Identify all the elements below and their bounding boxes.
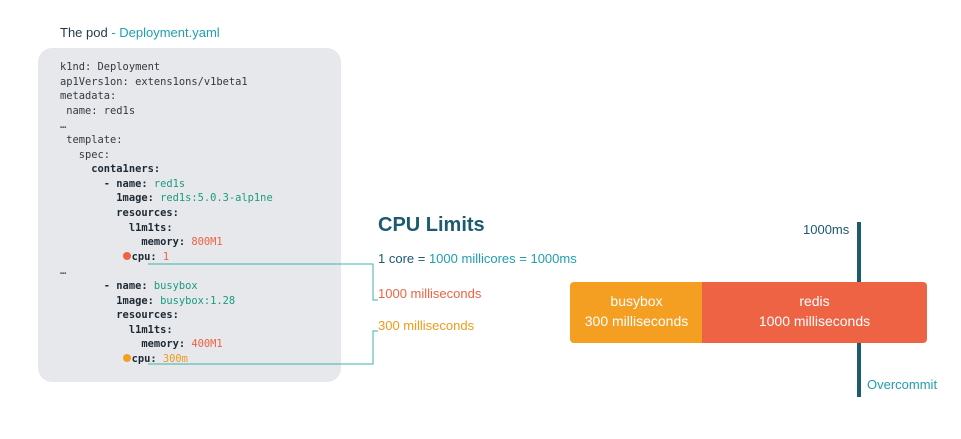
yaml-key: memory:: [60, 236, 192, 249]
redis-cpu-limit: 1: [162, 250, 170, 263]
yaml-key: 1mage:: [60, 294, 161, 307]
redis-block-name: redis: [799, 293, 830, 309]
busybox-cpu-connector: [148, 330, 378, 365]
yaml-key: - name:: [60, 177, 154, 190]
pod-file-name: Deployment.yaml: [119, 25, 220, 40]
yaml-key: 1mage:: [60, 192, 161, 205]
yaml-ellipsis: …: [60, 119, 67, 132]
marker-1000ms-label: 1000ms: [803, 222, 850, 237]
redis-time-block: redis 1000 milliseconds: [702, 282, 927, 343]
equation-prefix: 1 core =: [378, 251, 429, 266]
busybox-container-name: busybox: [153, 279, 198, 292]
yaml-key: - name:: [60, 279, 154, 292]
redis-block-duration: 1000 milliseconds: [758, 313, 871, 329]
pod-title: The pod - Deployment.yaml: [60, 25, 220, 40]
yaml-code-panel: [38, 48, 341, 382]
busybox-cpu-limit: 300m: [162, 352, 188, 365]
yaml-line: spec:: [60, 148, 111, 161]
yaml-line: ap1Vers1on: extens1ons/v1beta1: [60, 75, 248, 88]
busybox-cpu-dot-icon: [122, 353, 131, 362]
redis-container-name: red1s: [153, 177, 186, 190]
redis-milliseconds-label: 1000 milliseconds: [378, 286, 482, 301]
yaml-ellipsis: …: [60, 265, 67, 278]
yaml-key: l1m1ts:: [60, 221, 173, 234]
pod-title-separator: -: [107, 25, 120, 40]
pod-title-label: The pod: [60, 25, 108, 40]
yaml-line: template:: [60, 133, 123, 146]
redis-memory-limit: 800M1: [191, 236, 223, 249]
equation-millicores: 1000 millicores = 1000ms: [428, 251, 577, 266]
yaml-key: l1m1ts:: [60, 323, 173, 336]
yaml-key: resources:: [60, 206, 179, 219]
yaml-key: cpu:: [131, 352, 163, 365]
redis-cpu-connector: [148, 263, 378, 301]
overcommit-label: Overcommit: [867, 377, 938, 392]
cpu-limits-title: CPU Limits: [378, 214, 485, 236]
busybox-milliseconds-label: 300 milliseconds: [378, 318, 475, 333]
yaml-line: k1nd: Deployment: [60, 61, 161, 73]
redis-cpu-dot-icon: [122, 251, 131, 260]
busybox-image: busybox:1.28: [160, 294, 236, 307]
yaml-key: conta1ners:: [60, 163, 161, 176]
yaml-line: name: red1s: [60, 104, 136, 117]
yaml-key: resources:: [60, 309, 179, 322]
core-equation: 1 core = 1000 millicores = 1000ms: [378, 251, 577, 266]
busybox-time-block: busybox 300 milliseconds: [570, 282, 703, 343]
redis-image: red1s:5.0.3-alp1ne: [160, 192, 273, 205]
busybox-block-name: busybox: [610, 293, 663, 309]
busybox-memory-limit: 400M1: [191, 338, 223, 351]
yaml-key: memory:: [60, 338, 192, 351]
yaml-code: k1nd: Deployment ap1Vers1on: extens1ons/…: [60, 60, 273, 366]
yaml-key: cpu:: [131, 250, 163, 263]
busybox-block-duration: 300 milliseconds: [584, 313, 689, 329]
yaml-line: metadata:: [60, 90, 117, 103]
